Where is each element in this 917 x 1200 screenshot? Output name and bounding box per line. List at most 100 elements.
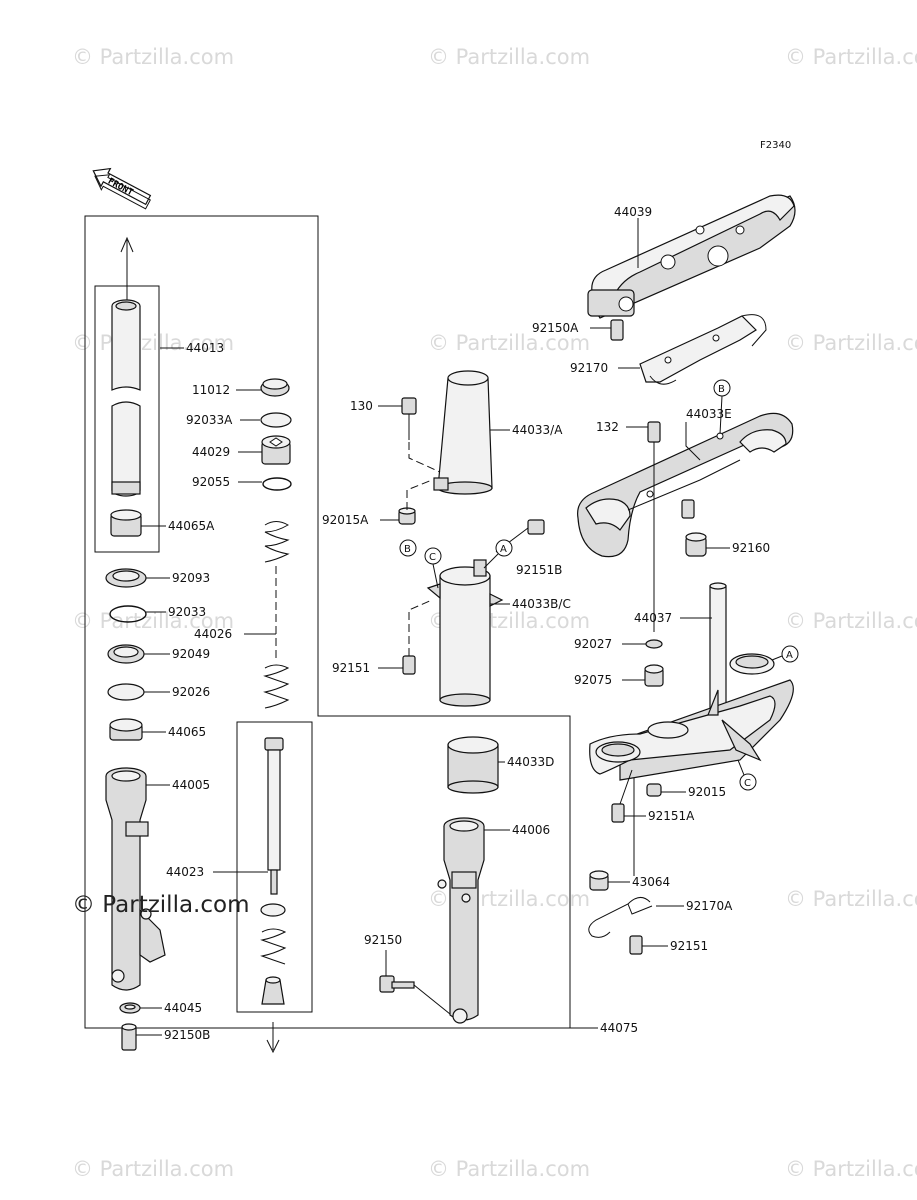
part-label: 92075 [574,673,612,687]
diagram-id: F2340 [760,140,791,151]
damper-43064-part [589,870,609,891]
part-label: 92027 [574,637,612,651]
part-label: 44033/A [512,423,563,437]
part-label: 92151A [648,809,695,823]
clamp-bracket-part [639,314,767,385]
part-label: 92170 [570,361,608,375]
part-label: 92026 [172,685,210,699]
part-label: 44065 [168,725,206,739]
part-label: 92055 [192,475,230,489]
part-label: 92170A [686,899,733,913]
bolt-92151-right-part [629,935,643,955]
bolt-92150-part [379,975,451,1015]
upper-bracket-part [587,194,796,319]
part-label: 44045 [164,1001,202,1015]
callout-letter: B [404,544,411,555]
snap-ring-part [262,477,292,491]
watermark-main: © Partzilla.com [72,892,250,918]
part-label: 44033E [686,407,732,421]
part-label: 92015 [688,785,726,799]
callout-circles: B C A B A C [399,379,799,791]
lower-clamp-part [577,412,794,558]
part-label: 132 [596,420,619,434]
o-ring-part [260,412,292,428]
slide-bushing-part [109,718,143,741]
part-label: 44013 [186,341,224,355]
bolt-92151-part [402,655,416,675]
leader-92151-mid [408,599,433,656]
allen-bolt-part [121,1023,137,1051]
part-label: 92015A [322,513,369,527]
watermark-text: © Partzilla.com [785,609,917,633]
watermark-text: © Partzilla.com [785,331,917,355]
callout-letter: B [718,384,725,395]
damper-92160-part [685,532,707,557]
grommet-92015-part [646,783,662,797]
lower-cover-part [426,559,504,707]
leader-92015a [406,479,433,510]
front-arrow-icon: FRONT [92,167,152,210]
bolt-92151a-part [611,769,633,823]
fork-spring-part [263,521,290,709]
damper-rod-box [236,721,313,1013]
copper-washer-part [119,1002,141,1014]
watermark-text: © Partzilla.com [428,45,590,69]
part-labels: 44013 11012 92033A 44029 92055 44065A 92… [164,205,770,1042]
part-label: 44029 [192,445,230,459]
bushing-92075-part [644,664,664,687]
part-label: 92093 [172,571,210,585]
part-label: 92033A [186,413,233,427]
bushing-part [110,509,142,537]
grommet-part [398,507,416,525]
washer-92027-part [645,639,663,649]
steering-stem-part [589,582,794,781]
part-label: 11012 [192,383,230,397]
watermark-text: © Partzilla.com [428,331,590,355]
dust-seal-part [105,568,147,588]
watermark-text: © Partzilla.com [785,45,917,69]
leader-lines [136,218,730,1036]
upper-cover-part [433,370,493,495]
up-arrow-icon [120,236,134,300]
part-label: 44006 [512,823,550,837]
part-label: 92150A [532,321,579,335]
callout-letter: C [429,552,436,563]
watermark-layer: © Partzilla.com © Partzilla.com © Partzi… [72,45,917,1181]
part-label: 44033D [507,755,554,769]
watermark-text: © Partzilla.com [428,1157,590,1181]
part-label: 43064 [632,875,670,889]
clip-92170a-part [588,897,653,938]
watermark-text: © Partzilla.com [72,331,234,355]
part-label: 44037 [634,611,672,625]
fork-plug-part [261,435,291,465]
bolt-92150a-part [610,319,624,341]
part-label: 92150B [164,1028,210,1042]
part-label: 92151B [516,563,562,577]
leader-130 [408,430,441,473]
part-label: 44039 [614,205,652,219]
part-label: 44065A [168,519,215,533]
outer-tube-left-part [105,767,166,991]
part-label: 44005 [172,778,210,792]
part-label: 44023 [166,865,204,879]
callout-letter: A [500,544,507,555]
damper-rod-part [260,737,287,1054]
circlip-part [109,605,147,623]
watermark-text: © Partzilla.com [72,1157,234,1181]
part-label: 92160 [732,541,770,555]
watermark-text: © Partzilla.com [785,887,917,911]
bolt-132-part [647,421,661,443]
callout-letter: C [744,778,751,789]
part-label: 44033B/C [512,597,571,611]
washer-part [107,683,145,701]
watermark-text: © Partzilla.com [72,45,234,69]
guide-ring-part [447,736,499,794]
oil-seal-part [107,644,145,664]
fork-assembly-outline [84,215,571,1029]
watermark-text: © Partzilla.com [72,609,234,633]
part-label: 92151 [332,661,370,675]
part-label: 92033 [168,605,206,619]
part-label: 92151 [670,939,708,953]
